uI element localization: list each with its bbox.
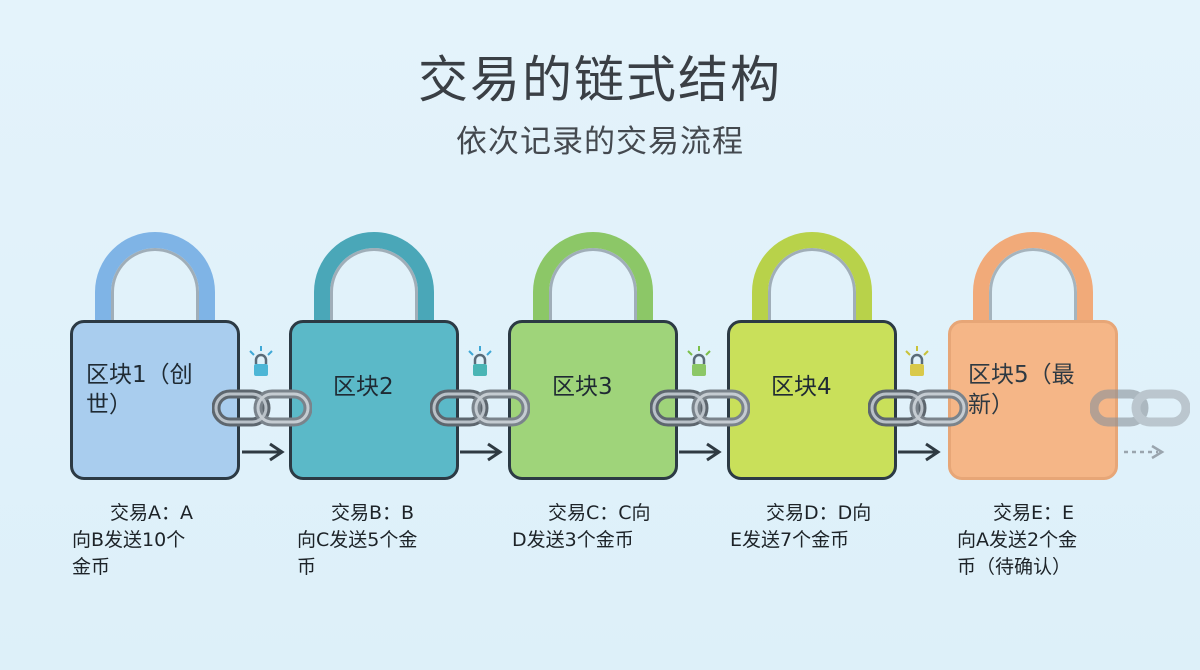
chain-link-icon [868, 389, 968, 427]
block-5-label-line2: 新） [968, 392, 1014, 418]
block-4-label: 区块4 [771, 374, 832, 400]
padlock-body [70, 320, 240, 480]
block-2-label: 区块2 [333, 374, 394, 400]
block-3-label: 区块3 [552, 374, 613, 400]
transaction-a: 交易A：A 向B发送10个 金币 [72, 500, 232, 581]
chain-link-icon [650, 389, 750, 427]
transaction-c: 交易C：C向 D发送3个金币 [512, 500, 682, 554]
lock-icon [249, 346, 273, 376]
transaction-b-line2: 向C发送5个金 [297, 529, 418, 551]
padlock-body [508, 320, 678, 480]
block-1: 区块1（创 世） [70, 232, 240, 482]
transaction-a-line2: 向B发送10个 [72, 529, 186, 551]
transaction-b: 交易B：B 向C发送5个金 币 [297, 500, 467, 581]
diagram-title: 交易的链式结构 [418, 51, 782, 109]
diagram-subtitle: 依次记录的交易流程 [456, 124, 744, 160]
block-1-label-line2: 世） [86, 392, 132, 418]
transaction-a-line3: 金币 [72, 556, 111, 578]
chain-link-icon [430, 389, 530, 427]
transaction-b-line1: 交易B：B [331, 502, 415, 524]
transaction-b-line3: 币 [297, 556, 317, 578]
arrow-right-icon [679, 442, 722, 462]
block-1-label-line1: 区块1（创 [86, 362, 193, 388]
transaction-d-line1: 交易D：D向 [766, 502, 872, 524]
transaction-a-line1: 交易A：A [110, 502, 193, 524]
block-5-label-line1: 区块5（最 [968, 362, 1075, 388]
padlock-body [727, 320, 897, 480]
transaction-d: 交易D：D向 E发送7个金币 [730, 500, 900, 554]
transaction-c-line2: D发送3个金币 [512, 529, 634, 551]
transaction-d-line2: E发送7个金币 [730, 529, 850, 551]
arrow-right-icon [898, 442, 941, 462]
transaction-e-line3: 币（待确认） [957, 556, 1072, 578]
dotted-arrow-right-icon [1124, 444, 1165, 460]
block-2: 区块2 [289, 232, 459, 482]
lock-icon [905, 346, 929, 376]
lock-icon [468, 346, 492, 376]
block-4: 区块4 [727, 232, 897, 482]
arrow-right-icon [242, 442, 285, 462]
lock-icon [687, 346, 711, 376]
transaction-e-line2: 向A发送2个金 [957, 529, 1078, 551]
transaction-e-line1: 交易E：E [993, 502, 1075, 524]
padlock-body [289, 320, 459, 480]
transaction-e: 交易E：E 向A发送2个金 币（待确认） [957, 500, 1127, 581]
arrow-right-icon [460, 442, 503, 462]
chain-link-icon [212, 389, 312, 427]
block-3: 区块3 [508, 232, 678, 482]
block-5: 区块5（最 新） [948, 232, 1118, 482]
chain-link-icon [1090, 389, 1190, 427]
padlock-body [948, 320, 1118, 480]
transaction-c-line1: 交易C：C向 [548, 502, 651, 524]
